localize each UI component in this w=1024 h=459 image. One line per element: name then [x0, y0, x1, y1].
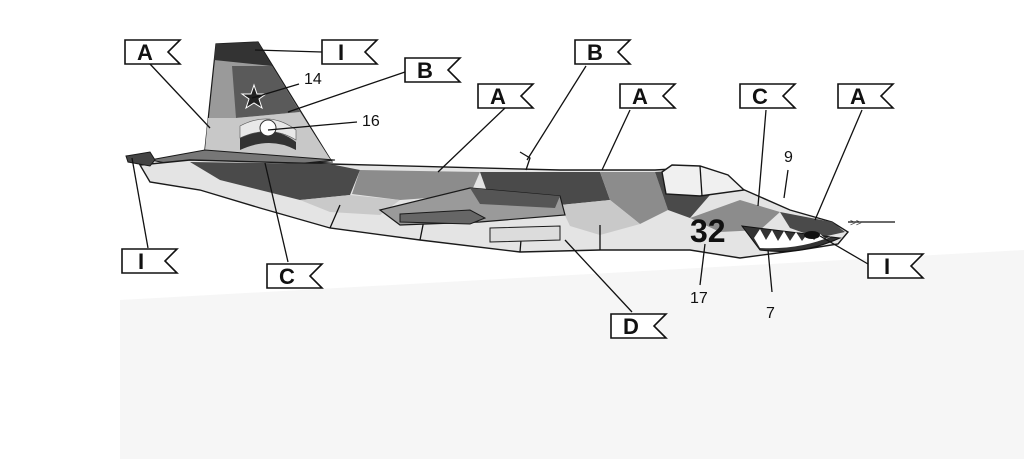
flag-b-antenna: B	[574, 39, 632, 65]
dorsal-antenna	[519, 151, 531, 171]
decal-callout-9: 9	[784, 149, 793, 166]
tail-fin	[202, 41, 334, 169]
flag-c-rear: C	[266, 263, 324, 289]
decal-callout-16: 16	[362, 113, 380, 130]
flag-a-fuselage: A	[619, 83, 677, 109]
flag-label: B	[417, 58, 433, 83]
leader-lines	[131, 49, 869, 313]
flag-a-nose: A	[837, 83, 895, 109]
flag-i-tailcone: I	[121, 248, 179, 274]
underwing-store	[399, 209, 487, 225]
cockpit-canopy	[661, 164, 746, 197]
flag-i-fin: I	[321, 39, 379, 65]
decal-callout-7: 7	[766, 305, 775, 322]
flag-label: A	[137, 40, 153, 65]
paper-shading	[120, 250, 1024, 459]
flag-label: I	[338, 40, 344, 65]
flag-label: A	[490, 84, 506, 109]
flag-i-nose: I	[867, 253, 925, 279]
flag-d-belly: D	[610, 313, 668, 339]
flag-label: C	[279, 264, 295, 289]
flag-c-cockpit: C	[739, 83, 797, 109]
flag-b-tail: B	[404, 57, 462, 83]
flag-a-tail: A	[124, 39, 182, 65]
flag-a-spine: A	[477, 83, 535, 109]
external-tank	[489, 225, 561, 243]
pitot-vanes-icon: >>	[850, 218, 862, 229]
decal-callout-17: 17	[690, 290, 708, 307]
shark-mouth-decal	[740, 225, 842, 252]
decal-callout-14: 14	[304, 71, 322, 88]
tail-cone	[125, 151, 156, 167]
flag-label: I	[138, 249, 144, 274]
flag-label: I	[884, 254, 890, 279]
aircraft-number: 32	[690, 213, 726, 249]
flag-label: D	[623, 314, 639, 339]
flag-label: A	[850, 84, 866, 109]
nose-intake	[804, 231, 820, 239]
flag-label: C	[752, 84, 768, 109]
crest-emblem-icon	[259, 119, 277, 137]
star-insignia-icon	[240, 83, 268, 110]
flag-label: A	[632, 84, 648, 109]
flag-label: B	[587, 40, 603, 65]
